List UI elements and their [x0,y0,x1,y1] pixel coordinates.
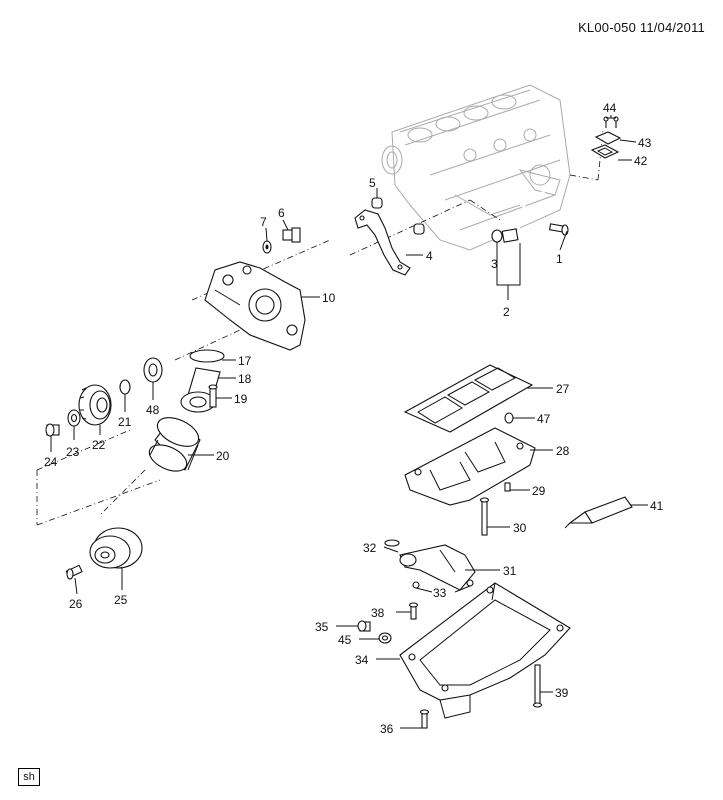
part-3-o-ring [491,229,503,243]
part-29-bolt [504,482,511,492]
callout-17: 17 [238,354,252,368]
part-42-gasket [590,144,620,159]
part-45-washer [378,632,392,644]
callout-34: 34 [355,653,369,667]
callout-47: 47 [537,412,551,426]
part-25-crankshaft-pulley [89,527,143,569]
callout-5: 5 [369,176,376,190]
part-22-crankshaft-sprocket [78,384,112,426]
part-48-oil-seal [143,357,163,383]
callout-29: 29 [532,484,546,498]
callout-27: 27 [556,382,570,396]
part-38-bolt [408,602,419,620]
callout-7: 7 [260,215,267,229]
part-6-oil-pressure-switch [282,227,301,243]
part-17-seal [189,349,225,363]
callout-35: 35 [315,620,329,634]
part-4-gasket [354,209,411,276]
callout-10: 10 [322,291,336,305]
callout-32: 32 [363,541,377,555]
part-35-drain-plug [357,620,371,632]
part-41-sealant-tube [564,496,633,529]
part-10-oil-pump-housing [204,261,306,351]
callout-labels: 1 2 3 4 5 6 7 10 17 18 19 20 21 22 23 24… [44,101,664,736]
leader-lines [50,115,648,729]
callout-39: 39 [555,686,569,700]
part-26-bolt [65,564,83,580]
part-24-bolt [45,423,60,437]
diagram-reference-code: KL00-050 11/04/2011 [578,20,705,35]
engine-block-illustration [381,84,571,251]
oil-pickup-tube [501,191,546,243]
callout-21: 21 [118,415,132,429]
callout-38: 38 [371,606,385,620]
source-badge: sh [18,768,40,786]
part-39-bolt [532,664,543,708]
callout-18: 18 [238,372,252,386]
part-47-bolt [504,412,514,424]
part-34-oil-pan [399,582,571,719]
part-20-oil-filter [148,417,201,472]
callout-48: 48 [146,403,160,417]
callout-45: 45 [338,633,352,647]
callout-41: 41 [650,499,664,513]
part-44-bolt [603,116,619,128]
part-27-oil-pan-gasket [403,364,534,433]
callout-26: 26 [69,597,83,611]
callout-19: 19 [234,392,248,406]
callout-6: 6 [278,206,285,220]
callout-28: 28 [556,444,570,458]
callout-23: 23 [66,445,80,459]
part-32-o-ring [384,539,400,547]
callout-20: 20 [216,449,230,463]
part-28-oil-pan-baffle [404,427,536,506]
callout-42: 42 [634,154,648,168]
part-30-bolt [479,497,490,536]
callout-4: 4 [426,249,433,263]
part-43-cover [594,131,622,145]
callout-1: 1 [556,252,563,266]
callout-36: 36 [380,722,394,736]
part-19-bolt [208,384,218,408]
part-1-bolt [548,223,569,236]
callout-24: 24 [44,455,58,469]
callout-25: 25 [114,593,128,607]
callout-22: 22 [92,438,106,452]
callout-33: 33 [433,586,447,600]
part-36-bolt [419,709,430,729]
callout-44: 44 [603,101,617,115]
part-7-washer [262,240,272,254]
callout-30: 30 [513,521,527,535]
callout-3: 3 [491,257,498,271]
part-31-oil-strainer [399,544,476,591]
part-23-washer [67,409,81,427]
callout-43: 43 [638,136,652,150]
part-21-key [119,379,131,395]
callout-2: 2 [503,305,510,319]
callout-31: 31 [503,564,517,578]
